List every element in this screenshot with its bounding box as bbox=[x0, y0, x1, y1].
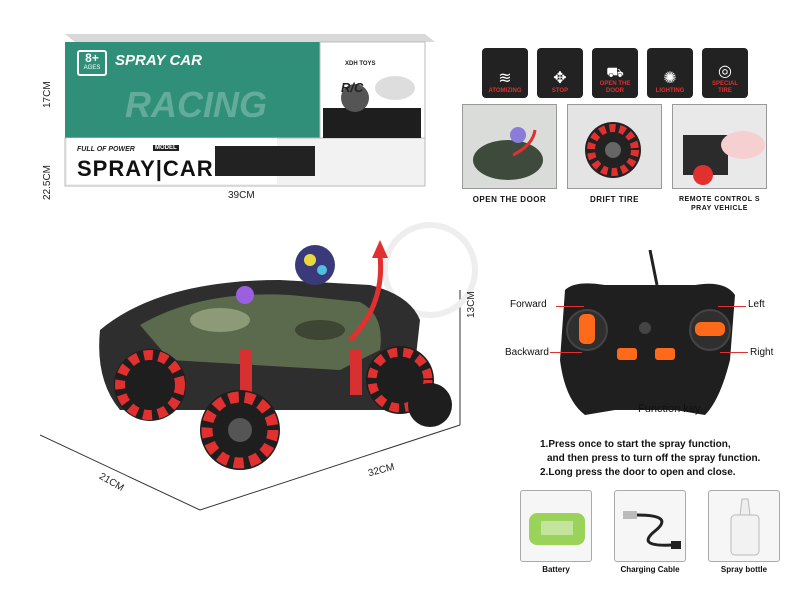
light-bulb-icon: ✺ bbox=[663, 70, 677, 87]
label-forward: Forward bbox=[510, 299, 547, 310]
pointer-forward bbox=[556, 306, 584, 307]
feature-photos: OPEN THE DOOR DRIFT TIRE REMOTE CONTROL … bbox=[462, 104, 767, 213]
age-badge-number: 8+ bbox=[85, 51, 99, 65]
spray-bottle-image bbox=[708, 490, 780, 562]
photo-open-door-caption: OPEN THE DOOR bbox=[472, 195, 547, 204]
spray-bottle-label: Spray bottle bbox=[720, 565, 768, 574]
feature-open-door: ⛟ OPEN THE DOOR bbox=[592, 48, 638, 98]
tire-icon: ◎ bbox=[718, 63, 732, 80]
instruction-line-1: 1.Press once to start the spray function… bbox=[540, 439, 731, 450]
box-brand: XDH TOYS bbox=[345, 61, 376, 67]
box-dim-width: 39CM bbox=[228, 190, 255, 201]
photo-drift-tire-caption: DRIFT TIRE bbox=[590, 195, 639, 204]
box-full-of-power: FULL OF POWER bbox=[77, 146, 135, 153]
car-door-icon: ⛟ bbox=[606, 64, 624, 80]
instruction-line-3: 2.Long press the door to open and close. bbox=[540, 467, 736, 478]
label-right: Right bbox=[750, 347, 774, 358]
box-dim-depth: 22.5CM bbox=[42, 164, 53, 200]
photo-spray: REMOTE CONTROL S PRAY VEHICLE bbox=[672, 104, 767, 213]
label-backward: Backward bbox=[505, 347, 549, 358]
photo-drift-tire-image bbox=[567, 104, 662, 189]
box-racing-text: RACING bbox=[125, 84, 267, 125]
accessory-charging-cable: Charging Cable bbox=[614, 490, 686, 574]
box-model-tag: MODEL bbox=[153, 145, 179, 151]
age-badge-sub: AGES bbox=[83, 65, 101, 71]
feature-atomizing: ≋ ATOMIZING bbox=[482, 48, 528, 98]
charging-cable-label: Charging Cable bbox=[620, 565, 680, 574]
photo-open-door: OPEN THE DOOR bbox=[462, 104, 557, 213]
car-illustration bbox=[39, 210, 480, 520]
label-function-key: Function key bbox=[638, 403, 701, 415]
feature-icons: ≋ ATOMIZING ✥ STOP ⛟ OPEN THE DOOR ✺ LIG… bbox=[482, 48, 748, 98]
photo-drift-tire: DRIFT TIRE bbox=[567, 104, 662, 213]
controller-image bbox=[560, 249, 735, 415]
feature-special-tire: ◎ SPECIAL TIRE bbox=[702, 48, 748, 98]
photo-spray-caption: REMOTE CONTROL S PRAY VEHICLE bbox=[679, 196, 760, 212]
feature-stop: ✥ STOP bbox=[537, 48, 583, 98]
arrows-stop-icon: ✥ bbox=[553, 70, 567, 87]
car-dim-height: 13CM bbox=[466, 291, 477, 318]
charging-cable-image bbox=[614, 490, 686, 562]
age-badge: 8+ AGES bbox=[77, 50, 107, 76]
instruction-line-2: and then press to turn off the spray fun… bbox=[547, 453, 761, 464]
mist-icon: ≋ bbox=[498, 70, 512, 87]
accessory-spray-bottle: Spray bottle bbox=[708, 490, 780, 574]
package-box-art bbox=[64, 34, 435, 187]
car-image bbox=[39, 222, 478, 511]
package-box: 8+ AGES SPRAY CAR RACING XDH TOYS R/C FU… bbox=[55, 28, 440, 190]
battery-image bbox=[520, 490, 592, 562]
box-dim-height: 17CM bbox=[42, 81, 53, 108]
remote-controller bbox=[545, 249, 745, 430]
accessory-battery: Battery bbox=[520, 490, 592, 574]
instructions: 1.Press once to start the spray function… bbox=[540, 438, 795, 480]
pointer-right bbox=[720, 352, 748, 353]
photo-open-door-image bbox=[462, 104, 557, 189]
photo-spray-image bbox=[672, 104, 767, 189]
box-spray-car: SPRAY|CAR bbox=[77, 156, 214, 181]
label-left: Left bbox=[748, 299, 765, 310]
feature-lighting: ✺ LIGHTING bbox=[647, 48, 693, 98]
box-top-title: SPRAY CAR bbox=[115, 52, 202, 69]
pointer-left bbox=[718, 306, 746, 307]
pointer-backward bbox=[550, 352, 582, 353]
battery-label: Battery bbox=[542, 565, 570, 574]
accessories: Battery Charging Cable Spray bottle bbox=[520, 490, 780, 574]
box-rc-logo: R/C bbox=[341, 80, 364, 95]
